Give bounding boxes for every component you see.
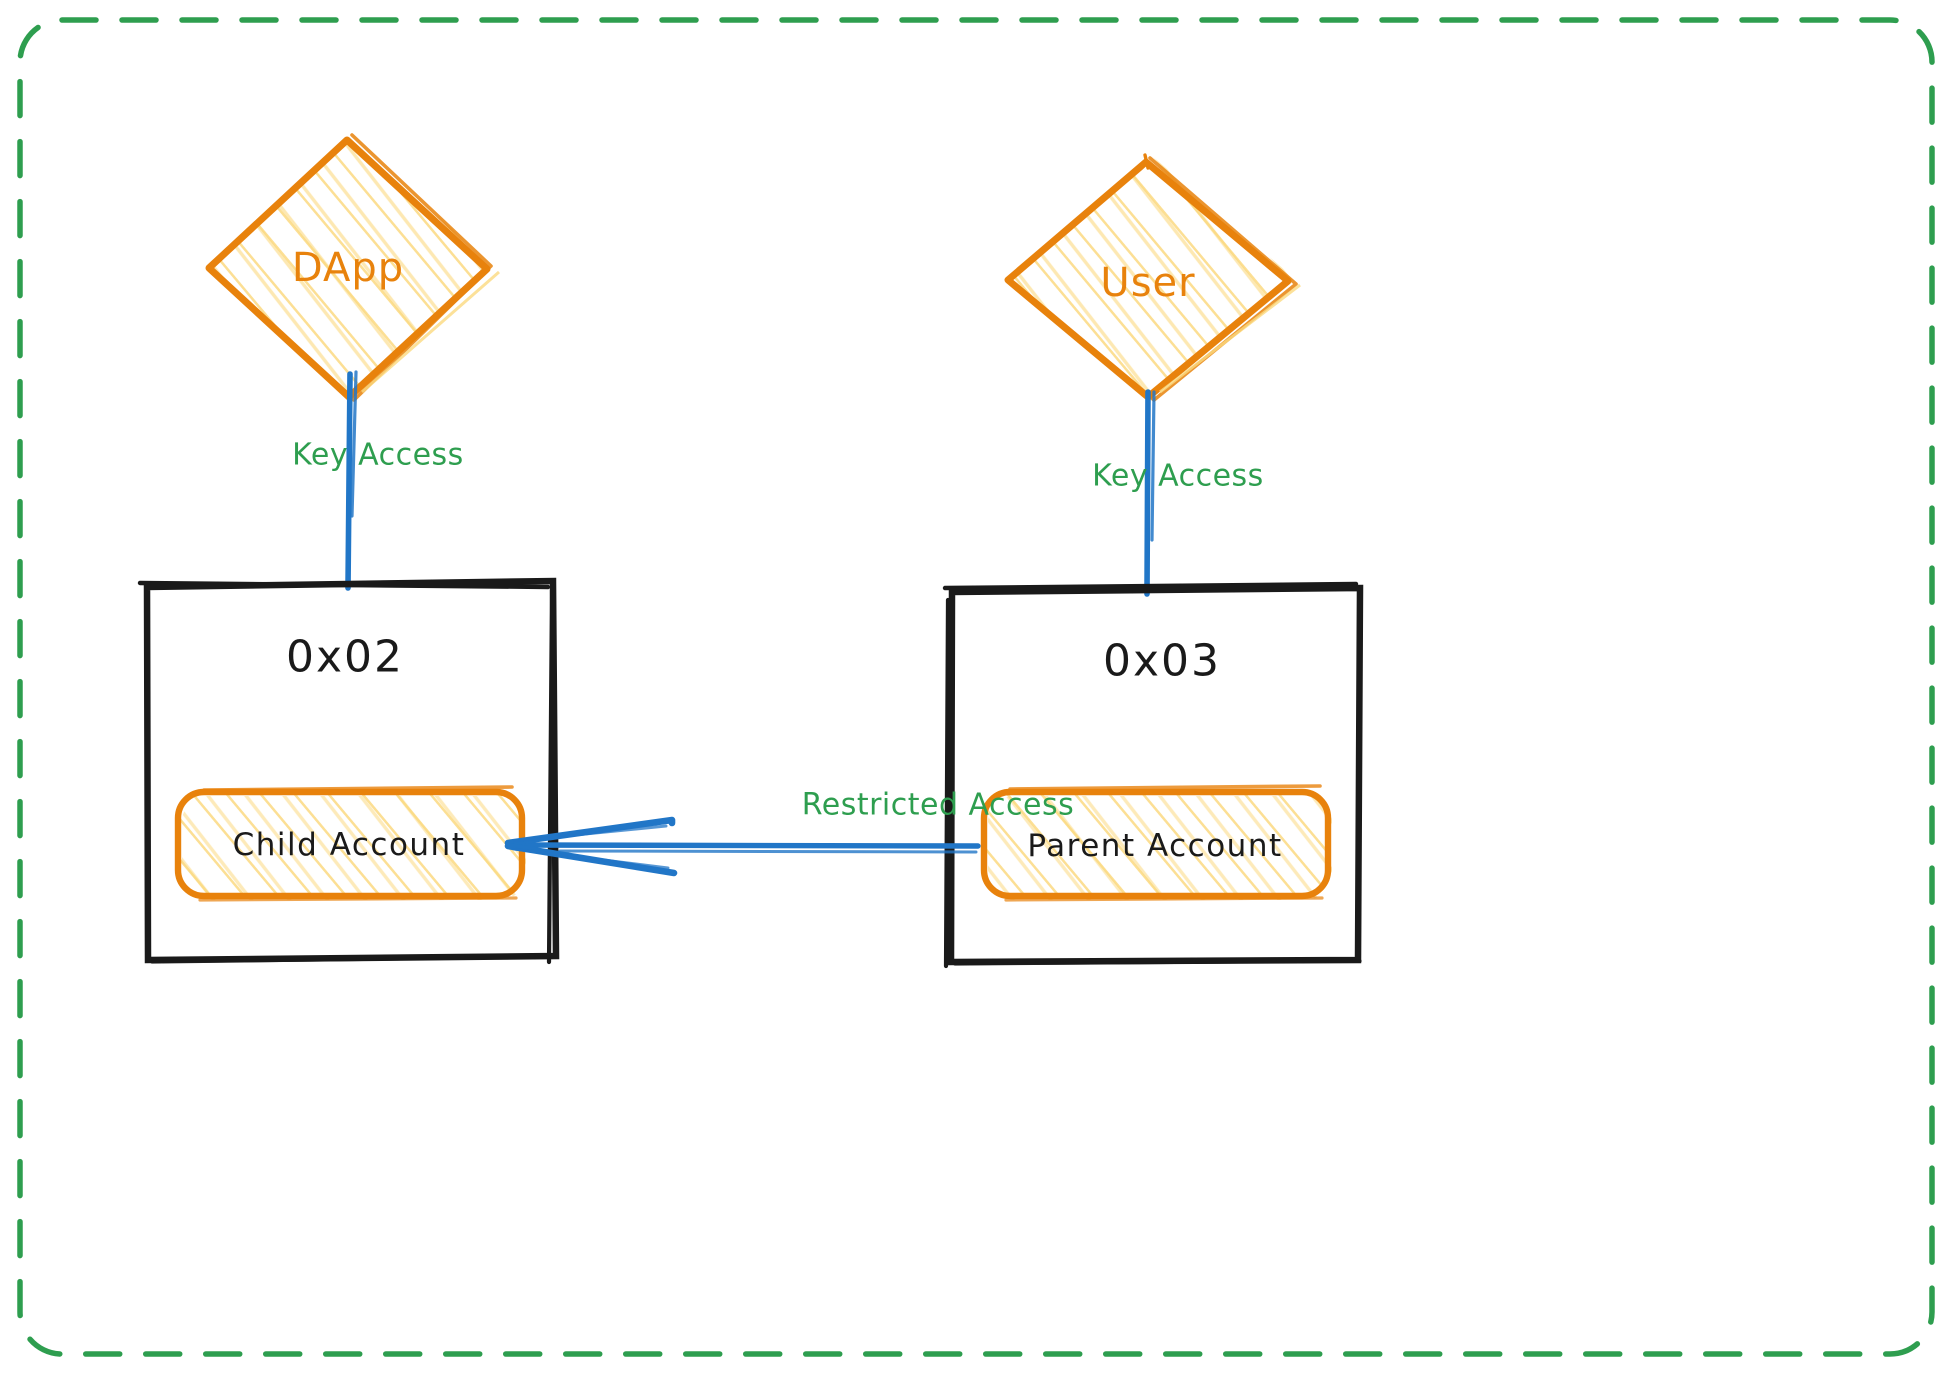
actor-user-label: User — [1100, 260, 1196, 306]
edge-label-restricted-access: Restricted Access — [801, 787, 1075, 823]
actor-dapp-shape[interactable] — [205, 133, 500, 402]
edge-label-key-access-dapp: Key Access — [292, 437, 464, 473]
account-address-0x03: 0x03 — [1102, 635, 1222, 687]
account-box-0x03[interactable] — [942, 581, 1364, 969]
account-box-0x02[interactable] — [137, 577, 560, 965]
parent-account-label: Parent Account — [1027, 828, 1283, 864]
account-address-0x02: 0x02 — [285, 631, 405, 683]
edge-dapp-to-child-account[interactable] — [345, 370, 358, 591]
child-account-shape[interactable] — [174, 785, 526, 902]
edge-parent-to-child-restricted[interactable] — [504, 816, 981, 877]
actor-dapp-label: DApp — [291, 245, 405, 291]
actor-user-shape[interactable] — [1004, 153, 1301, 402]
parent-account-shape[interactable] — [980, 784, 1332, 902]
edge-user-to-parent-account[interactable] — [1144, 389, 1156, 597]
outer-dashed-container — [17, 17, 1935, 1357]
child-account-label: Child Account — [232, 827, 466, 863]
edge-label-key-access-user: Key Access — [1092, 458, 1264, 494]
